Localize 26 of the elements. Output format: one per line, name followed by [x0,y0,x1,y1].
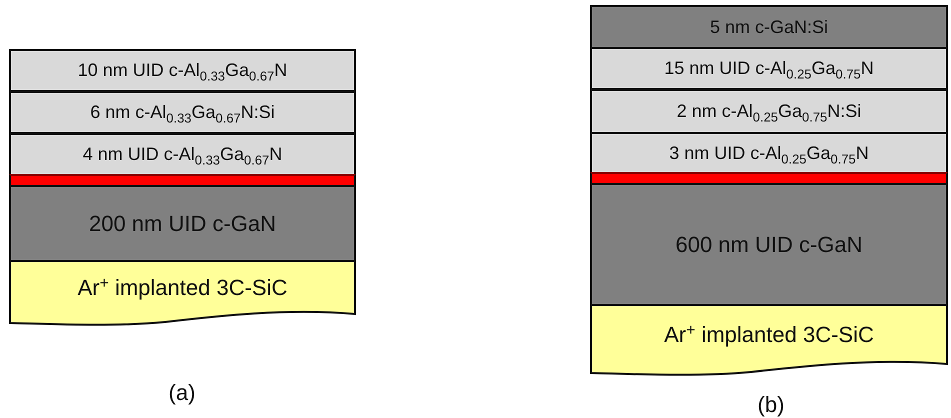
layer-box [590,132,948,174]
layer-box [9,49,356,92]
layer-label: 10 nm UID c-Al$_{0.33}$Ga$_{0.67}$N [78,60,288,81]
panel-label: (a) [168,380,196,406]
substrate-layer [590,304,948,376]
interface-bar [590,172,948,183]
layer-box [590,5,948,49]
interface-bar [9,174,356,185]
layer-label: 3 nm UID c-Al$_{0.25}$Ga$_{0.75}$N [669,142,869,164]
layer-box [590,89,948,134]
layer-label: 2 nm c-Al$_{0.25}$Ga$_{0.75}$N:Si [676,101,862,122]
layer-box [9,185,356,262]
layer-label: 5 nm c-GaN:Si [710,16,828,38]
substrate-layer [9,260,356,326]
layer-label: 15 nm UID c-Al$_{0.25}$Ga$_{0.75}$N [664,58,874,79]
panel-label: (b) [758,392,784,418]
layer-label: 4 nm UID c-Al$_{0.33}$Ga$_{0.67}$N [82,144,282,165]
layer-label: 6 nm c-Al$_{0.33}$Ga$_{0.67}$N:Si [90,102,275,123]
layer-label: Ar$^{+}$ implanted 3C-SiC [664,322,874,348]
layer-box [9,91,356,134]
layer-box [590,47,948,90]
layer-box [9,133,356,176]
layer-box [590,183,948,306]
layer-label: Ar$^{+}$ implanted 3C-SiC [78,275,288,301]
layer-label: 600 nm UID c-GaN [675,232,863,258]
layer-label: 200 nm UID c-GaN [88,210,276,236]
